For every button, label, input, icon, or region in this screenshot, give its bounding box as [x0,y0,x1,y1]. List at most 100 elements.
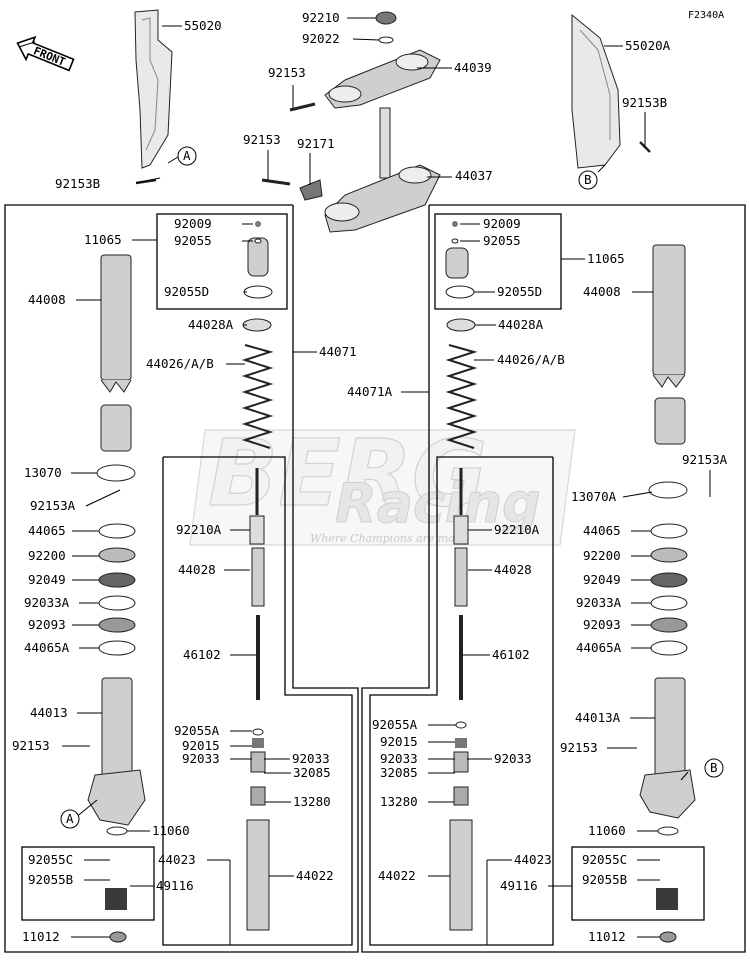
part-label: 92022 [302,31,340,46]
callout-b-top: B [578,170,598,190]
part-label: 92153B [622,95,667,110]
part-label: 11065 [587,251,625,266]
part-label: 11060 [588,823,626,838]
part-label: 44028 [494,562,532,577]
part-label: 92009 [174,216,212,231]
part-label: 13070 [24,465,62,480]
part-label: 92153A [682,452,728,467]
part-label: 44039 [454,60,492,75]
part-label: 92033A [24,595,70,610]
part-label: 92200 [583,548,621,563]
part-label: 92153 [12,738,50,753]
part-label: 92200 [28,548,66,563]
part-label: 11060 [152,823,190,838]
part-label: 44037 [455,168,493,183]
part-drawings [87,9,696,943]
svg-text:A: A [183,148,191,163]
part-label: 46102 [183,647,221,662]
part-label: 92055 [174,233,212,248]
part-label: 13280 [293,794,331,809]
part-label: 44065A [24,640,70,655]
part-label: 11012 [588,929,626,944]
part-label: 92055A [372,717,418,732]
part-label: 92055C [28,852,73,867]
part-label: 92093 [28,617,66,632]
part-label: 44026/A/B [146,356,214,371]
left-fork-labels: 11065 92009 92055 92055D 44008 44028A 44… [12,216,357,944]
part-label: 44028 [178,562,216,577]
part-label: 44071A [347,384,393,399]
part-label: 44022 [296,868,334,883]
part-label: 44028A [498,317,544,332]
part-label: 44065 [583,523,621,538]
part-label: 11012 [22,929,60,944]
part-label: 32085 [380,765,418,780]
part-label: 44013A [575,710,621,725]
part-label: 92055 [483,233,521,248]
part-label: 92153 [560,740,598,755]
part-label: 92153B [55,176,100,191]
watermark: BERG Racing Where Champions are made [189,419,576,546]
part-label: 92015 [182,738,220,753]
svg-text:B: B [584,172,592,187]
svg-text:A: A [66,811,74,826]
part-label: 49116 [156,878,194,893]
part-label: 44008 [28,292,66,307]
part-label: 92055C [582,852,627,867]
callout-a-top: A [177,146,197,166]
callout-b-fork: B [704,758,724,778]
watermark-sub: Racing [335,472,541,535]
part-label: 44022 [378,868,416,883]
part-label: 44071 [319,344,357,359]
part-label: 46102 [492,647,530,662]
part-label: 92153 [268,65,306,80]
part-label: 92210A [494,522,540,537]
watermark-brand: BERG [208,420,487,527]
part-label: 92210A [176,522,222,537]
part-label: 92153A [30,498,76,513]
diagram-code: F2340A [688,10,724,21]
callout-a-fork: A [60,809,80,829]
part-label: 92049 [583,572,621,587]
part-label: 92055D [497,284,542,299]
part-label: 92210 [302,10,340,25]
part-label: 44026/A/B [497,352,565,367]
part-label: 92153 [243,132,281,147]
part-label: 92055A [174,723,220,738]
part-label: 44065 [28,523,66,538]
part-label: 92093 [583,617,621,632]
part-label: 49116 [500,878,538,893]
part-label: 11065 [84,232,122,247]
right-fork-labels: 92009 92055 11065 92055D 44008 44028A 44… [347,216,728,944]
part-label: 92033 [380,751,418,766]
svg-text:B: B [710,760,718,775]
part-label: 13070A [571,489,617,504]
part-label: 92033A [576,595,622,610]
part-label: 92033 [494,751,532,766]
leader-lines [62,17,711,945]
part-label: 92049 [28,572,66,587]
part-label: 92055D [164,284,209,299]
watermark-tagline: Where Champions are made [310,532,469,545]
enclosure-lines [4,204,746,953]
part-label: 92015 [380,734,418,749]
part-label: 44008 [583,284,621,299]
part-label: 92055B [582,872,627,887]
top-part-labels: 55020 92153B 92210 92022 92153 44039 921… [55,10,671,191]
part-label: 92009 [483,216,521,231]
part-label: 44013 [30,705,68,720]
part-label: 44023 [158,852,196,867]
part-label: 92055B [28,872,73,887]
part-label: 92033 [182,751,220,766]
part-label: 32085 [293,765,331,780]
part-label: 55020 [184,18,222,33]
part-label: 44023 [514,852,552,867]
part-label: 92033 [292,751,330,766]
front-arrow-label: FRONT [32,44,68,69]
part-label: 13280 [380,794,418,809]
part-label: 55020A [625,38,671,53]
part-label: 44028A [188,317,234,332]
part-label: 44065A [576,640,622,655]
